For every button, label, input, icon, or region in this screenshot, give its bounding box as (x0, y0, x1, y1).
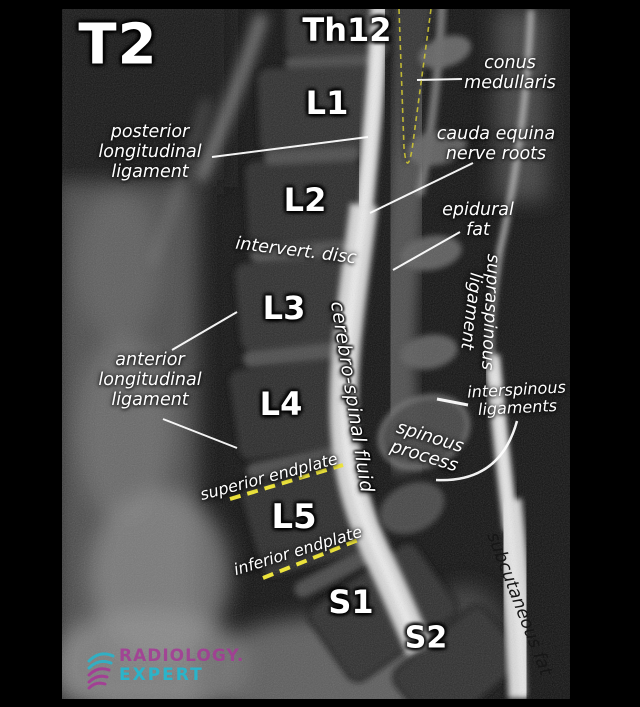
label-line: medullaris (464, 73, 556, 93)
label-posterior-longitudinal-ligament: posterior longitudinal ligament (98, 122, 201, 182)
leader-anterior-longitudinal-ligament-upper (171, 311, 238, 351)
label-line: cauda equina (436, 124, 556, 144)
vertebra-label-l2: L2 (283, 181, 327, 219)
leader-anterior-longitudinal-ligament-lower (162, 418, 238, 449)
vertebra-label-l3: L3 (262, 289, 306, 327)
brand-logo-waves-icon (87, 652, 115, 690)
brand-name-radiology: RADIOLOGY. (119, 646, 245, 666)
label-interspinous-ligaments: interspinous ligaments (467, 377, 567, 419)
label-line: posterior (110, 122, 190, 142)
label-line: epidural (442, 200, 514, 220)
leader-conus-medullaris (416, 78, 463, 81)
label-line: conus (484, 53, 536, 73)
label-conus-medullaris: conus medullaris (464, 53, 556, 93)
leader-interspinous-ligaments (436, 397, 469, 407)
dash-superior-endplate (229, 463, 344, 501)
leader-posterior-longitudinal-ligament (211, 136, 369, 158)
brand-name-expert: EXPERT (119, 665, 204, 685)
outline-conus-medullaris-dashed (398, 8, 432, 164)
vertebra-label-s2: S2 (404, 620, 448, 656)
anatomy-group (62, 9, 570, 699)
vertebra-label-s1: S1 (328, 583, 374, 621)
leader-cauda-equina (369, 162, 474, 214)
label-line: ligament (111, 390, 189, 410)
label-line: ligament (111, 162, 189, 182)
label-line: longitudinal (98, 370, 202, 390)
label-line: fat (466, 220, 490, 240)
label-epidural-fat: epidural fat (442, 200, 514, 240)
vertebra-label-th12: Th12 (302, 11, 392, 49)
label-anterior-longitudinal-ligament: anterior longitudinal ligament (98, 350, 201, 410)
modality-label-t2: T2 (78, 12, 158, 78)
label-line: longitudinal (98, 142, 202, 162)
label-line: anterior (115, 350, 185, 370)
label-line: nerve roots (445, 144, 547, 164)
leader-epidural-fat (392, 231, 461, 271)
vertebra-label-l1: L1 (305, 84, 349, 122)
brand-logo: RADIOLOGY. EXPERT (86, 648, 244, 690)
vertebra-label-l4: L4 (259, 385, 303, 423)
vertebra-label-l5: L5 (271, 497, 317, 537)
label-cauda-equina-nerve-roots: cauda equina nerve roots (437, 124, 555, 164)
brace-interspinous-arc (435, 420, 519, 482)
anatomy-noise (62, 9, 570, 699)
